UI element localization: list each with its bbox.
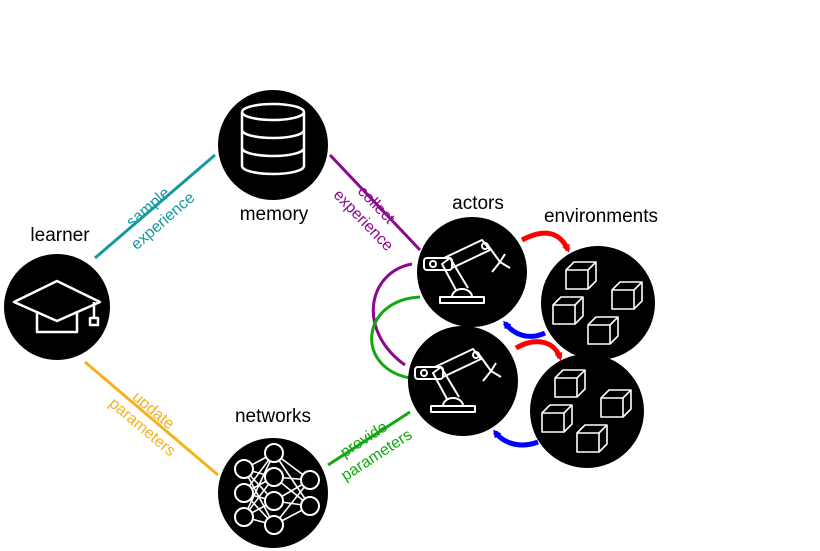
graduation-cap-icon [12, 279, 102, 334]
database-icon [240, 102, 306, 176]
actor-node-1 [417, 217, 527, 327]
memory-node [218, 90, 328, 200]
environment-node-2 [530, 354, 644, 468]
edge-learner-memory [94, 153, 216, 260]
robot-arm-icon [414, 348, 502, 413]
edge-networks-actor1-curve [370, 295, 421, 380]
edge-memory-actors [328, 153, 422, 252]
observation-arrow-top [503, 320, 547, 339]
edge-networks-actors [327, 410, 411, 467]
environment-node-1 [541, 246, 655, 360]
learner-label: learner [30, 225, 90, 246]
networks-label: networks [235, 406, 311, 427]
edge-learner-networks [84, 360, 219, 477]
cubes-icon [552, 261, 643, 345]
observation-arrow-bottom [493, 429, 539, 448]
learner-node [4, 254, 110, 360]
edge-memory-actor2-curve [371, 262, 413, 367]
actors-label: actors [452, 193, 504, 214]
actor-node-2 [408, 326, 518, 436]
edge-label-collect-experience: collect experience [330, 173, 411, 255]
memory-label: memory [240, 204, 309, 225]
robot-arm-icon [423, 239, 511, 304]
cubes-icon [541, 369, 632, 453]
environments-label: environments [544, 206, 658, 227]
neural-network-nodes [234, 443, 320, 535]
action-arrow-bottom [514, 339, 563, 361]
edge-label-provide-parameters: provide parameters [327, 410, 415, 485]
edge-label-sample-experience: sample experience [115, 174, 198, 253]
networks-node [218, 438, 328, 548]
action-arrow-top [520, 230, 571, 253]
